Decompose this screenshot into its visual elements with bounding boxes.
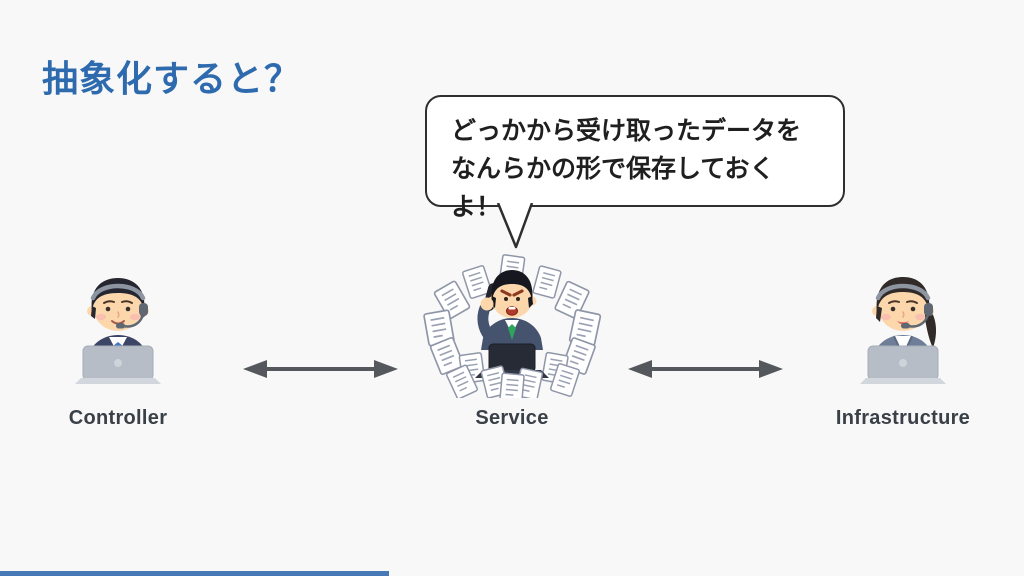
speech-bubble-tail (496, 203, 534, 249)
busy-man-papers-icon (422, 253, 602, 398)
page-title: 抽象化すると？ (42, 58, 302, 99)
figure-controller-operator (58, 262, 178, 386)
call-center-woman-icon (860, 277, 946, 384)
speech-bubble-line-1: どっかから受け取ったデータを (451, 117, 802, 145)
speech-bubble-line-2: なんらかの形で保存しておくよ！ (451, 155, 775, 221)
label-service: Service (475, 407, 549, 429)
label-controller: Controller (68, 407, 168, 429)
arrow-controller-service (243, 358, 398, 380)
slide-progress-bar (0, 571, 390, 576)
call-center-man-icon (75, 278, 161, 384)
figure-service-busy-worker (417, 248, 607, 398)
figure-infrastructure-operator (843, 262, 963, 386)
double-arrow-icon (628, 360, 783, 378)
double-arrow-icon (243, 360, 398, 378)
arrow-service-infrastructure (628, 358, 783, 380)
speech-bubble: どっかから受け取ったデータを なんらかの形で保存しておくよ！ (425, 95, 845, 221)
label-infrastructure: Infrastructure (835, 407, 971, 429)
